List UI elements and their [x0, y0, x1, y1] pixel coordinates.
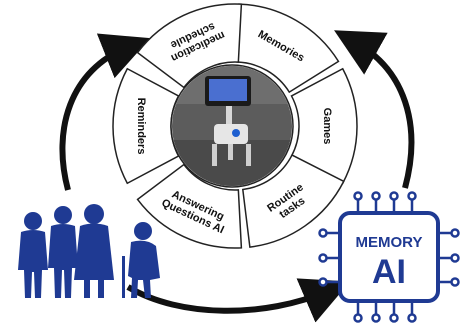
- chip-pin-end: [389, 191, 399, 201]
- chip-pin-end: [407, 191, 417, 201]
- chip-pin-end: [389, 313, 399, 323]
- chip-pin-end: [407, 313, 417, 323]
- feature-ring: MemoriesGamesRoutinetasksAnsweringQuesti…: [112, 3, 358, 249]
- cycle-arrow-bottom: [126, 278, 351, 323]
- segment-answering-questions-ai-shape: [136, 163, 243, 249]
- chip-subtitle: AI: [372, 253, 406, 291]
- chip-pin-end: [318, 277, 328, 287]
- ai-chip-icon: MEMORY AI: [318, 191, 460, 323]
- chip-pin-end: [371, 313, 381, 323]
- chip-pin-end: [371, 191, 381, 201]
- cycle-arrow-top-left: [59, 33, 151, 191]
- chip-pin-end: [450, 277, 460, 287]
- segment-memories-shape: [236, 3, 340, 94]
- chip-pin-end: [450, 253, 460, 263]
- segment-reminders-label: Reminders: [135, 98, 147, 155]
- chip-pin-end: [318, 253, 328, 263]
- segment-reminders-label-line: Reminders: [135, 98, 147, 155]
- segment-games-label-line: Games: [321, 108, 333, 145]
- elderly-people-icon: [18, 204, 160, 298]
- chip-pin-end: [353, 313, 363, 323]
- segment-medication-schedule-shape: [136, 3, 243, 89]
- segment-games-label: Games: [321, 108, 333, 145]
- cycle-arrow-top-right: [334, 30, 415, 189]
- chip-pin-end: [450, 228, 460, 238]
- chip-pin-end: [353, 191, 363, 201]
- chip-title: MEMORY: [356, 234, 423, 251]
- chip-pin-end: [318, 228, 328, 238]
- segment-routine-tasks-shape: [241, 154, 345, 248]
